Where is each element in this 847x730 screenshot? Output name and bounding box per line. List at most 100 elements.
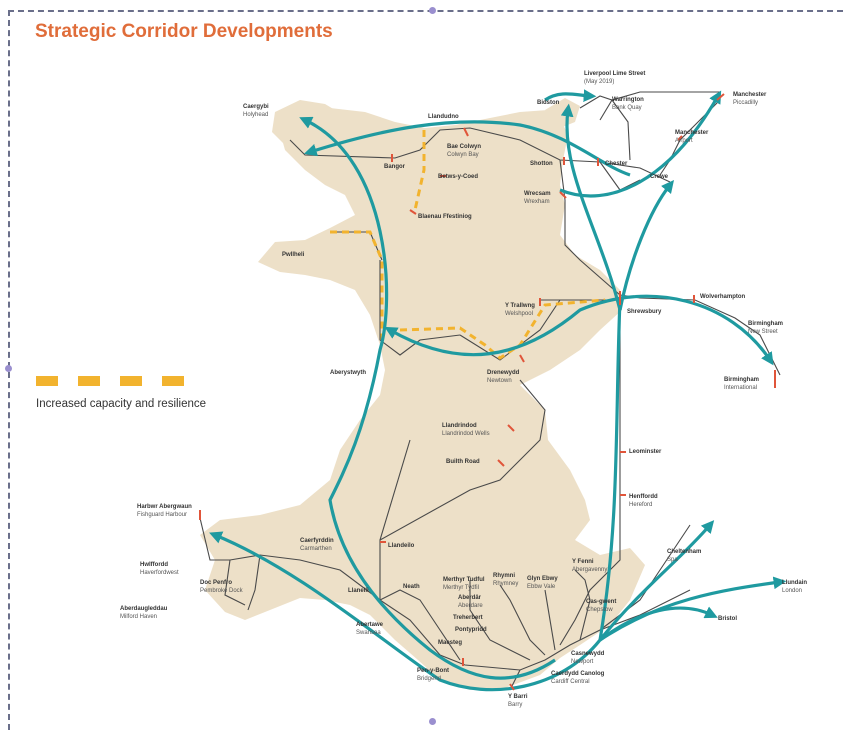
svg-text:Maesteg: Maesteg [438, 640, 462, 646]
svg-text:Barry: Barry [508, 702, 522, 708]
svg-text:(May 2019): (May 2019) [584, 79, 614, 85]
legend-dash [36, 376, 58, 386]
svg-text:Aberdaugleddau: Aberdaugleddau [120, 606, 168, 612]
svg-text:Manchester: Manchester [675, 130, 709, 136]
svg-text:Swansea: Swansea [356, 630, 381, 636]
svg-text:Aberdâr: Aberdâr [458, 595, 482, 601]
svg-text:Fishguard Harbour: Fishguard Harbour [137, 512, 187, 518]
corridor-south-wales-marches [209, 299, 622, 692]
svg-text:Blaenau Ffestiniog: Blaenau Ffestiniog [418, 214, 472, 220]
svg-text:Holyhead: Holyhead [243, 112, 268, 118]
svg-text:Pontypridd: Pontypridd [455, 627, 487, 633]
svg-text:Birmingham: Birmingham [724, 377, 759, 383]
svg-text:Milford Haven: Milford Haven [120, 614, 157, 620]
svg-text:Llandeilo: Llandeilo [388, 543, 415, 549]
frame-handle-left[interactable] [5, 365, 12, 372]
legend-dash [120, 376, 142, 386]
corridor-to-manchester [559, 90, 722, 198]
svg-text:Y Fenni: Y Fenni [572, 559, 594, 565]
legend-dash [162, 376, 184, 386]
label-aberystwyth: Aberystwyth [330, 370, 366, 376]
label-llandeilo: Llandeilo [388, 543, 415, 549]
svg-text:Doc Penfro: Doc Penfro [200, 580, 232, 586]
svg-text:Henffordd: Henffordd [629, 494, 658, 500]
svg-text:Pen-y-Bont: Pen-y-Bont [417, 668, 449, 674]
label-pwllheli: Pwllheli [282, 252, 305, 258]
svg-text:Colwyn Bay: Colwyn Bay [447, 152, 479, 158]
svg-text:Cardiff Central: Cardiff Central [551, 679, 590, 685]
svg-text:Abertawe: Abertawe [356, 622, 384, 628]
svg-text:Liverpool Lime Street: Liverpool Lime Street [584, 71, 645, 77]
svg-text:Bae Colwyn: Bae Colwyn [447, 144, 481, 150]
svg-text:Aberystwyth: Aberystwyth [330, 370, 366, 376]
svg-text:Caerfyrddin: Caerfyrddin [300, 538, 334, 544]
label-betws: Betws-y-Coed [438, 174, 478, 180]
label-maesteg: Maesteg [438, 640, 462, 646]
svg-text:Bangor: Bangor [384, 164, 406, 170]
label-shotton: Shotton [530, 161, 553, 167]
svg-text:Warrington: Warrington [612, 97, 644, 103]
map-title: Strategic Corridor Developments [35, 21, 333, 42]
svg-text:Cheltenham: Cheltenham [667, 549, 701, 555]
label-crewe: Crewe [650, 174, 669, 180]
svg-text:Welshpool: Welshpool [505, 311, 533, 317]
svg-text:Neath: Neath [403, 584, 420, 590]
svg-text:Wolverhampton: Wolverhampton [700, 294, 746, 300]
svg-text:Shrewsbury: Shrewsbury [627, 309, 662, 315]
corridor-to-liverpool [560, 103, 622, 311]
svg-text:Crewe: Crewe [650, 174, 669, 180]
svg-text:Llandudno: Llandudno [428, 114, 459, 120]
svg-text:Chepstow: Chepstow [586, 607, 613, 613]
label-neath: Neath [403, 584, 420, 590]
svg-text:Llanelli: Llanelli [348, 588, 369, 594]
legend-label: Increased capacity and resilience [36, 398, 207, 410]
corridor-to-liverpool-lime [544, 89, 597, 102]
svg-text:Haverfordwest: Haverfordwest [140, 570, 179, 576]
svg-text:Merthyr Tydfil: Merthyr Tydfil [443, 585, 479, 591]
svg-text:Rhymney: Rhymney [493, 581, 518, 587]
legend-capacity-swatch [36, 376, 186, 386]
rail-network [199, 91, 781, 691]
svg-text:Rhymni: Rhymni [493, 573, 515, 579]
svg-text:Wrecsam: Wrecsam [524, 191, 551, 197]
svg-text:Carmarthen: Carmarthen [300, 546, 332, 552]
svg-text:Llandrindod: Llandrindod [442, 423, 477, 429]
legend-dash [78, 376, 100, 386]
svg-text:Ebbw Vale: Ebbw Vale [527, 584, 556, 590]
svg-text:Pwllheli: Pwllheli [282, 252, 305, 258]
svg-text:Caergybi: Caergybi [243, 104, 269, 110]
frame-handle-top[interactable] [429, 7, 436, 14]
svg-text:London: London [782, 588, 802, 594]
svg-text:Builth Road: Builth Road [446, 459, 480, 465]
svg-text:Piccadilly: Piccadilly [733, 100, 758, 106]
svg-text:Bristol: Bristol [718, 616, 737, 622]
svg-text:Shotton: Shotton [530, 161, 553, 167]
label-leominster: Leominster [629, 449, 662, 455]
svg-text:Newtown: Newtown [487, 378, 512, 384]
svg-text:Bidston: Bidston [537, 100, 560, 106]
label-liverpool: Liverpool Lime Street (May 2019) [584, 71, 645, 85]
frame-handle-bottom[interactable] [429, 718, 436, 725]
svg-text:Abergavenny: Abergavenny [572, 567, 607, 573]
label-llanelli: Llanelli [348, 588, 369, 594]
corridor-west-wales [299, 116, 556, 680]
svg-text:Drenewydd: Drenewydd [487, 370, 520, 376]
